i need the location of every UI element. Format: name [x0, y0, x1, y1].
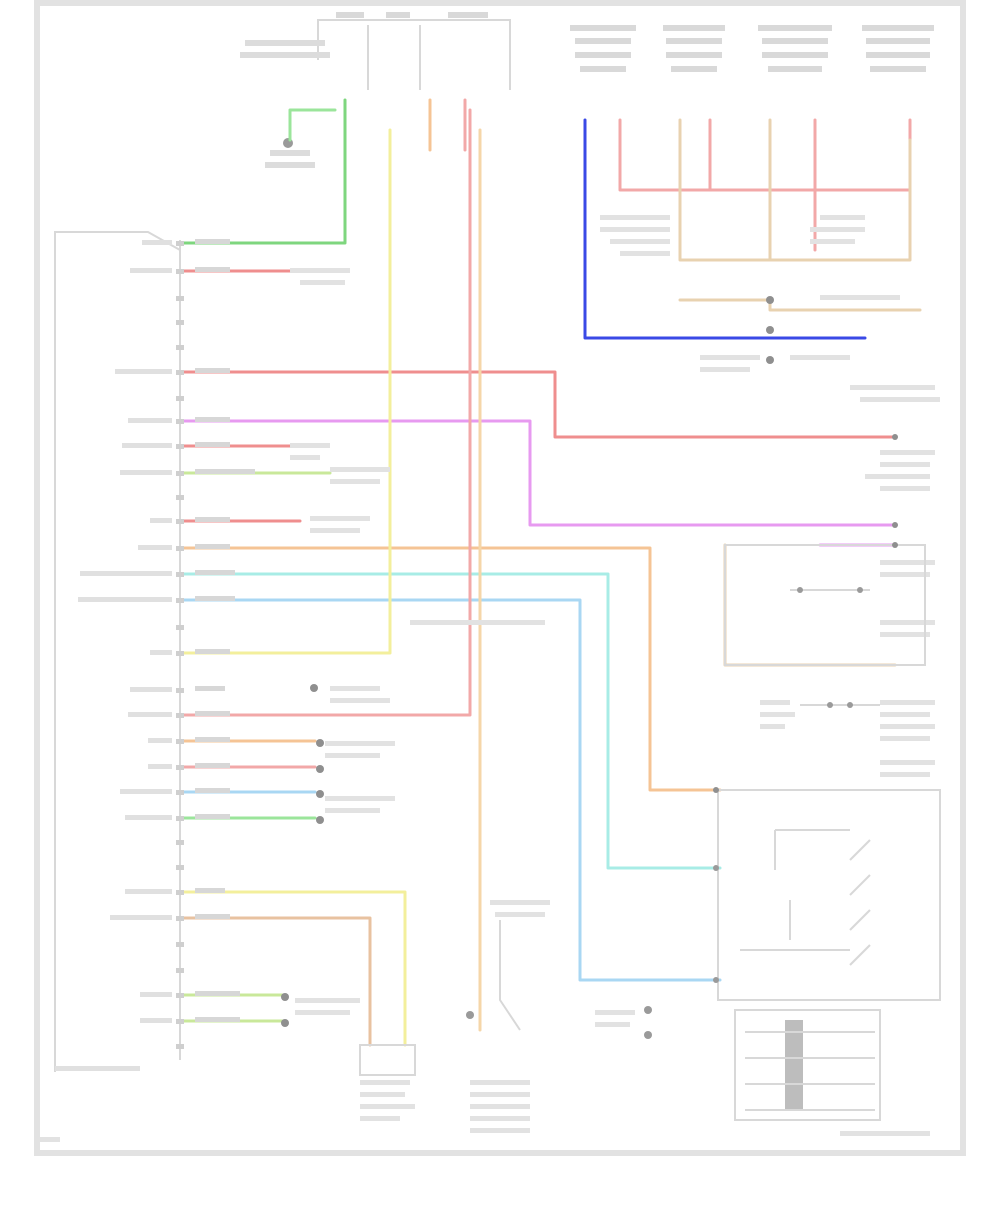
top-left-ground — [240, 40, 330, 168]
sensor-1 — [570, 25, 636, 72]
wire-yellow-1 — [178, 128, 392, 655]
wire-red-long — [178, 370, 897, 439]
wire-tags — [195, 239, 255, 1022]
wire-violet — [178, 419, 897, 527]
right-switch-box-2 — [760, 700, 880, 729]
wire-tan — [178, 916, 372, 1047]
bottom-center-component — [359, 920, 521, 1076]
bottom-right-connector — [595, 1006, 881, 1121]
wire-green-top — [178, 98, 347, 245]
wire-blue — [583, 118, 867, 340]
wire-green-ground — [288, 108, 337, 142]
left-pin-stubs — [176, 241, 184, 1049]
wire-pink-sensors-2 — [708, 118, 817, 252]
wire-cyan-1 — [178, 572, 722, 870]
right-switch-box-1 — [724, 544, 926, 666]
component-labels — [40, 215, 940, 1142]
outer-frame — [34, 0, 966, 1156]
wire-cyan-2 — [178, 598, 722, 982]
sensor-4 — [862, 25, 934, 72]
connector-dots — [281, 296, 898, 1027]
wire-pink-sensors — [618, 118, 912, 192]
wire-orange-long — [178, 546, 722, 792]
wire-tan-2 — [678, 298, 922, 312]
right-relay-box — [713, 789, 941, 1001]
left-pin-labels — [55, 240, 172, 1071]
wire-tan-sensors — [678, 118, 912, 262]
sensor-2 — [663, 25, 725, 72]
top-fuse-block — [317, 12, 511, 90]
wire-yellow-2 — [178, 890, 407, 1047]
sensor-3 — [758, 25, 832, 72]
wire-tan-box — [723, 543, 897, 667]
wire-pink-1 — [178, 108, 472, 717]
